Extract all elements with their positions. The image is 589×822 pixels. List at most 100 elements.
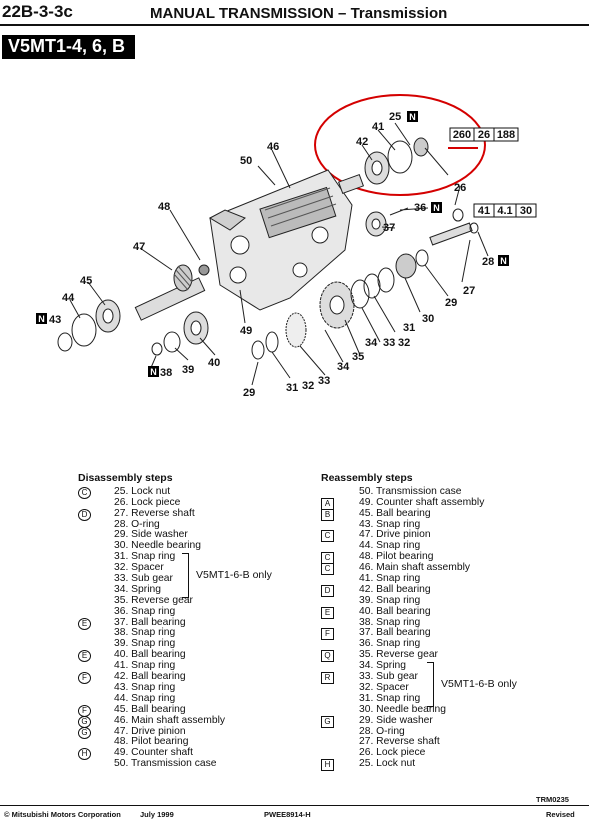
torque-value: 26 xyxy=(478,129,490,141)
step-text: 36. Snap ring xyxy=(359,638,421,650)
step-text: 44. Snap ring xyxy=(359,540,421,552)
step-item: 34. Spring xyxy=(321,660,413,672)
step-item: Q 35. Reverse gear xyxy=(321,649,438,663)
model-banner: V5MT1-4, 6, B xyxy=(2,35,136,59)
n-mark-label: N xyxy=(38,314,45,324)
step-item: 32. Spacer xyxy=(78,562,173,574)
step-text: 48. Pilot bearing xyxy=(114,736,189,748)
callout-30: 30 xyxy=(422,313,434,325)
step-item: 30. Needle bearing xyxy=(321,704,446,716)
step-mark: C xyxy=(321,563,334,576)
step-text: 27. Reverse shaft xyxy=(359,736,440,748)
step-text: 34. Spring xyxy=(114,583,161,595)
step-text: 43. Snap ring xyxy=(114,681,176,693)
step-mark: C xyxy=(78,486,91,499)
step-text: 45. Ball bearing xyxy=(114,703,186,715)
footer-rule xyxy=(0,805,589,806)
disassembly-heading: Disassembly steps xyxy=(78,472,173,484)
step-item: 36. Snap ring xyxy=(321,638,420,650)
n-mark xyxy=(431,202,442,213)
callout-32: 32 xyxy=(398,337,410,349)
step-mark: Q xyxy=(321,650,334,663)
step-mark: R xyxy=(321,672,334,685)
transmission-case xyxy=(208,169,353,311)
callout-28: 28 xyxy=(482,256,494,268)
callout-27: 27 xyxy=(463,285,475,297)
step-item: 44. Snap ring xyxy=(321,540,420,552)
step-text: 29. Side washer xyxy=(114,529,188,541)
n-mark xyxy=(148,366,159,377)
n-mark-label: N xyxy=(500,256,507,266)
publish-date: July 1999 xyxy=(140,810,174,819)
exploded-view-diagram: 260 26 188 41 4.1 30 N N N N N 25 41 42 … xyxy=(36,94,537,399)
step-text: 35. Reverse gear xyxy=(359,649,438,661)
step-text: 40. Ball bearing xyxy=(114,649,186,661)
torque-value: 41 xyxy=(478,205,490,217)
callout-33: 33 xyxy=(383,337,395,349)
callout-45: 45 xyxy=(80,275,92,287)
publication-number: PWEE8914-H xyxy=(264,810,311,819)
step-text: 30. Needle bearing xyxy=(359,703,447,715)
step-text: 33. Sub gear xyxy=(114,573,173,585)
callout-38: 38 xyxy=(160,367,172,379)
callout-41: 41 xyxy=(372,121,384,133)
callout-32: 32 xyxy=(302,380,314,392)
callout-49: 49 xyxy=(240,325,252,337)
step-text: 49. Counter shaft assembly xyxy=(359,496,485,508)
step-mark: B xyxy=(321,508,334,521)
step-mark: F xyxy=(78,672,91,685)
step-item: 28. O-ring xyxy=(321,725,413,738)
callout-33: 33 xyxy=(318,375,330,387)
step-item: 50. Transmission case xyxy=(78,758,216,770)
step-text: 50. Transmission case xyxy=(359,485,462,497)
step-text: 39. Snap ring xyxy=(114,638,176,650)
torque-spec-box-right: 41 4.1 30 xyxy=(473,203,537,218)
step-mark: D xyxy=(321,584,334,597)
step-item: 29. Side washer xyxy=(78,530,188,541)
step-text: 33. Sub gear xyxy=(359,671,418,683)
n-mark xyxy=(36,313,47,324)
step-text: 28. O-ring xyxy=(114,518,160,530)
step-text: 26. Lock piece xyxy=(114,496,181,508)
step-item: 38. Snap ring xyxy=(78,628,175,639)
step-text: 37. Ball bearing xyxy=(359,627,431,639)
step-item: 26. Lock piece xyxy=(321,747,425,759)
step-mark: G xyxy=(321,715,334,728)
n-mark-label: N xyxy=(409,112,416,122)
step-item: 35. Reverse gear xyxy=(78,595,193,607)
step-item: 48. Pilot bearing xyxy=(78,736,188,748)
snap-ring-43 xyxy=(57,332,73,352)
step-item: 39. Snap ring xyxy=(78,638,176,650)
step-text: 32. Spacer xyxy=(114,562,164,574)
header-rule xyxy=(0,24,589,26)
torque-value: 30 xyxy=(520,205,532,217)
step-text: 29. Side washer xyxy=(359,714,433,726)
step-item: 26. Lock piece xyxy=(78,497,180,509)
step-mark: G xyxy=(78,726,91,739)
callout-25: 25 xyxy=(389,111,401,123)
step-item: 27. Reverse shaft xyxy=(321,736,440,748)
figure-code: TRM0235 xyxy=(536,795,569,804)
torque-value: 188 xyxy=(497,129,515,141)
step-item: 31. Snap ring xyxy=(321,693,420,705)
side-washer-29 xyxy=(415,249,429,267)
step-text: 44. Snap ring xyxy=(114,692,176,704)
n-mark xyxy=(498,255,509,266)
callout-35: 35 xyxy=(352,351,364,363)
step-text: 41. Snap ring xyxy=(359,573,421,585)
step-text: 28. O-ring xyxy=(359,725,405,737)
variant-bracket xyxy=(182,553,189,598)
step-text: 50. Transmission case xyxy=(114,758,217,770)
callout-31: 31 xyxy=(286,382,298,394)
